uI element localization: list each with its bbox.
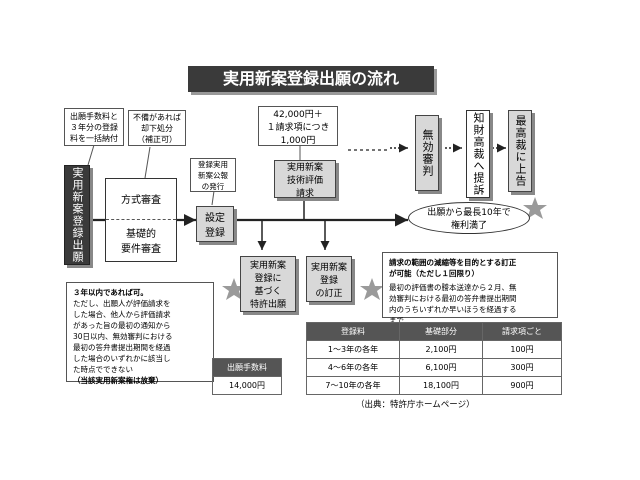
tech-fee-callout: 42,000円＋ １請求項につき 1,000円 (258, 106, 338, 146)
formal-exam: 方式審査 (106, 179, 176, 220)
term-end-line: 出願から最長10年で (427, 208, 511, 218)
publication-callout-line: 登録実用 (198, 159, 228, 169)
patent-note-line: た時点でできない (73, 365, 133, 374)
patent-note-line: した場合、他人から評価請求 (73, 310, 171, 319)
correction-line: の訂正 (315, 288, 343, 299)
correction-line: 実用新案 (310, 262, 347, 273)
patent-app-line: 実用新案 (249, 261, 286, 271)
correction-box: 実用新案 登録 の訂正 (306, 256, 352, 302)
table-row: 1〜3年の各年 2,100円 100円 (306, 340, 562, 359)
tech-fee-line: 42,000円＋ (273, 109, 323, 120)
patent-app-box: 実用新案 登録に 基づく 特許出願 (240, 256, 296, 312)
correction-note: 請求の範囲の減縮等を目的とする訂正 が可能（ただし１回限り） 最初の評価書の謄本… (382, 252, 558, 325)
dismiss-callout-line: 却下処分 (141, 123, 173, 133)
page-title: 実用新案登録出願の流れ (188, 66, 434, 92)
table-cell: 1〜3年の各年 (306, 340, 400, 359)
reg-fee-header: 登録料 (306, 322, 400, 341)
table-cell: 300円 (482, 358, 562, 377)
reg-fee-table: 登録料 基礎部分 請求項ごと 1〜3年の各年 2,100円 100円 4〜6年の… (306, 322, 562, 395)
patent-app-line: 基づく (254, 287, 282, 297)
basic-req-exam: 基礎的 要件審査 (106, 220, 176, 261)
dismiss-callout-line: 不備があれば (133, 112, 181, 122)
exam-group: 方式審査 基礎的 要件審査 (105, 178, 177, 262)
registration-line: 設定 (205, 213, 225, 224)
term-end-star-icon (523, 197, 547, 219)
fee-callout-line: 料を一括納付 (70, 133, 118, 143)
tech-eval-line: 実用新案 (286, 162, 323, 173)
patent-note-line: があった旨の最初の通知から (73, 321, 171, 330)
term-end-line: 権利満了 (450, 221, 487, 231)
publication-callout-line: の発行 (201, 181, 225, 191)
ipcourt-box: 知財高裁へ提訴 (466, 110, 490, 198)
correction-note-head: 請求の範囲の減縮等を目的とする訂正 (389, 258, 517, 267)
correction-note-line: 最初の評価書の謄本送達から２月、無 (389, 283, 517, 292)
tech-eval-line: 請求 (295, 188, 314, 199)
app-fee-value: 14,000円 (212, 376, 282, 395)
tech-fee-line: 1,000円 (280, 135, 316, 146)
publication-callout-line: 新案公報 (198, 170, 228, 180)
registration-line: 登録 (205, 228, 225, 239)
table-cell: 2,100円 (399, 340, 483, 359)
tech-eval-line: 技術評価 (286, 175, 323, 186)
table-cell: 100円 (482, 340, 562, 359)
patent-note-line: ただし、出願人が評価請求を (73, 299, 171, 308)
patent-note-line: 最初の答弁書提出期間を経過 (73, 343, 171, 352)
invalidation-box: 無効審判 (415, 115, 439, 191)
dismiss-callout: 不備があれば 却下処分 （補正可） (128, 110, 186, 146)
patent-note-tail: （当該実用新案権は放棄） (73, 376, 163, 385)
supreme-court-box: 最高裁に上告 (508, 110, 532, 192)
correction-note-head: が可能（ただし１回限り） (389, 269, 479, 278)
patent-app-note: ３年以内であれば可。 ただし、出願人が評価請求を した場合、他人から評価請求 が… (66, 282, 214, 385)
table-row: 7〜10年の各年 18,100円 900円 (306, 376, 562, 395)
tech-eval-box: 実用新案 技術評価 請求 (274, 160, 336, 199)
correction-note-line: 効審判における最初の答弁書提出期間 (389, 294, 517, 303)
table-cell: 6,100円 (399, 358, 483, 377)
patent-note-line: 30日以内、無効審判における (73, 332, 173, 341)
tech-fee-line: １請求項につき (266, 122, 330, 133)
app-fee-label: 出願手数料 (212, 358, 282, 377)
patent-note-head: ３年以内であれば可。 (73, 288, 148, 297)
term-end-oval: 出願から最長10年で 権利満了 (408, 202, 530, 234)
table-cell: 18,100円 (399, 376, 483, 395)
app-fee-table: 出願手数料 14,000円 (212, 358, 282, 395)
reg-fee-header-row: 登録料 基礎部分 請求項ごと (306, 322, 562, 341)
source-note: （出典：特許庁ホームページ） (356, 400, 475, 410)
dismiss-callout-line: （補正可） (137, 134, 177, 144)
patent-note-line: した場合のいずれかに該当し (73, 354, 171, 363)
fee-callout-line: ３年分の登録 (70, 122, 118, 132)
patent-app-line: 特許出願 (249, 300, 286, 310)
basic-req-line: 基礎的 (126, 229, 156, 241)
table-cell: 4〜6年の各年 (306, 358, 400, 377)
correction-note-line: まで (389, 316, 404, 325)
fee-callout: 出願手数料と ３年分の登録 料を一括納付 (64, 108, 124, 146)
reg-fee-header: 基礎部分 (399, 322, 483, 341)
registration-box: 設定 登録 (196, 206, 234, 242)
reg-fee-header: 請求項ごと (482, 322, 562, 341)
correction-line: 登録 (319, 275, 338, 286)
correction-star-icon (360, 278, 384, 300)
table-cell: 900円 (482, 376, 562, 395)
basic-req-line: 要件審査 (121, 244, 161, 256)
table-cell: 7〜10年の各年 (306, 376, 400, 395)
table-row: 4〜6年の各年 6,100円 300円 (306, 358, 562, 377)
fee-callout-line: 出願手数料と (70, 111, 118, 121)
publication-callout: 登録実用 新案公報 の発行 (190, 158, 236, 192)
patent-app-line: 登録に (254, 274, 282, 284)
app-filing-box: 実用新案登録出願 (64, 165, 90, 265)
correction-note-line: 内のうちいずれか早いほうを経過する (389, 305, 517, 314)
